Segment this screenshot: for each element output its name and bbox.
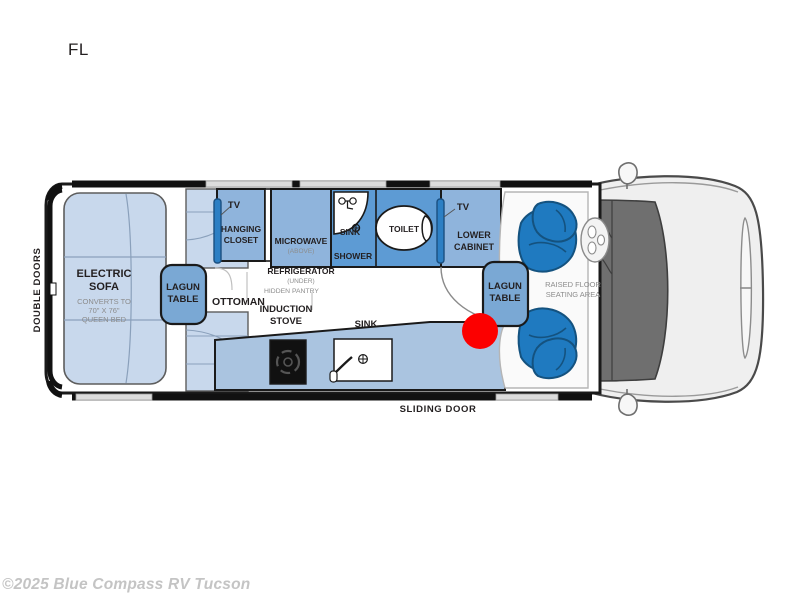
sofa-converts-line2: 70" X 76" <box>88 306 120 315</box>
refrigerator-label: REFRIGERATOR <box>267 266 334 276</box>
lagun-table-front-label-line2: TABLE <box>490 293 521 304</box>
sliding-door-label: SLIDING DOOR <box>400 404 477 415</box>
lower-cabinet-label-line1: LOWER <box>457 230 491 240</box>
shower-label: SHOWER <box>334 251 372 261</box>
tv-rear <box>213 198 232 264</box>
double-doors-label: DOUBLE DOORS <box>32 248 43 333</box>
lower-cabinet <box>440 188 502 268</box>
hanging-closet-label-line1: HANGING <box>221 224 262 234</box>
double-doors <box>47 187 63 390</box>
galley-counter <box>214 321 506 391</box>
hidden-pantry-label: HIDDEN PANTRY <box>264 288 319 295</box>
sofa-converts-line1: CONVERTS TO <box>77 297 131 306</box>
footer-copyright: ©2025 Blue Compass RV Tucson <box>2 576 251 593</box>
lagun-table-rear <box>159 263 208 326</box>
microwave-label: MICROWAVE <box>275 236 328 246</box>
bathroom <box>330 188 442 268</box>
vehicle-cab <box>586 162 765 416</box>
tv-front <box>436 198 456 264</box>
lower-wall <box>46 380 592 401</box>
tv-rear-label: TV <box>228 200 241 211</box>
refrigerator-under-note: (UNDER) <box>287 278 314 285</box>
ottoman-label: OTTOMAN <box>212 296 265 308</box>
lower-cabinet-label-line2: CABINET <box>454 242 495 252</box>
hanging-closet-label-line2: CLOSET <box>224 235 259 245</box>
tv-front-label: TV <box>457 202 470 213</box>
galley-sink-label: SINK <box>355 319 378 330</box>
electric-sofa-label-line2: SOFA <box>89 281 119 293</box>
induction-stove-label-line1: INDUCTION <box>260 304 313 315</box>
lagun-table-front <box>481 260 530 328</box>
captain-chair-lower <box>517 307 578 380</box>
captain-chair-upper <box>517 200 578 273</box>
bath-sink-label: SINK <box>340 227 361 237</box>
lagun-table-rear-label-line1: LAGUN <box>166 282 200 293</box>
raised-floor-label-line1: RAISED FLOOR <box>545 280 601 289</box>
steering-wheel <box>580 217 610 263</box>
red-locator-dot <box>462 313 498 349</box>
lagun-table-front-label-line1: LAGUN <box>488 281 522 292</box>
page-title: FL <box>68 40 89 59</box>
electric-sofa <box>63 192 167 385</box>
electric-sofa-label-line1: ELECTRIC <box>77 268 132 280</box>
sofa-converts-line3: QUEEN BED <box>82 315 127 324</box>
hanging-closet <box>216 188 272 262</box>
microwave-above-note: (ABOVE) <box>288 248 315 255</box>
microwave-refrigerator-cabinet <box>270 188 332 268</box>
toilet-label: TOILET <box>389 224 420 234</box>
induction-stove-label-line2: STOVE <box>270 316 302 327</box>
lagun-table-rear-label-line2: TABLE <box>168 294 199 305</box>
raised-floor-label-line2: SEATING AREA <box>546 290 600 299</box>
